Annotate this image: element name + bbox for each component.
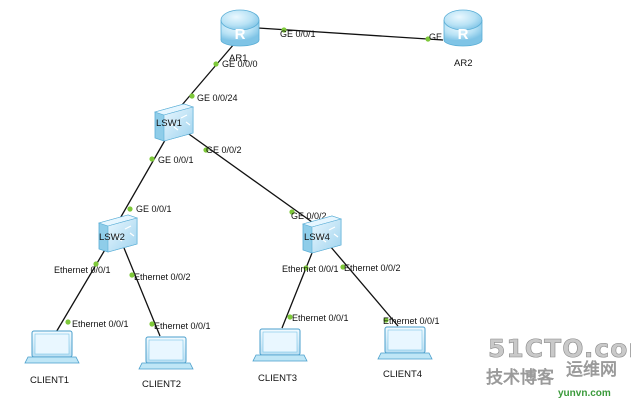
port-dot bbox=[149, 156, 155, 162]
svg-text:R: R bbox=[458, 26, 469, 43]
port-label-lsw4-ge002: GE 0/0/2 bbox=[291, 211, 327, 221]
port-dot bbox=[93, 261, 99, 267]
port-dot bbox=[213, 61, 219, 67]
watermark-slogan2: 运维网 bbox=[566, 359, 617, 380]
port-dot bbox=[340, 264, 346, 270]
router-ar2[interactable]: R AR2 bbox=[443, 9, 483, 69]
watermark-brand: 51CTO.com bbox=[488, 334, 631, 363]
port-label-lsw2-ge001: GE 0/0/1 bbox=[136, 204, 172, 214]
port-dot bbox=[129, 272, 135, 278]
port-dot bbox=[303, 265, 309, 271]
switch-lsw2[interactable]: LSW2 bbox=[97, 214, 139, 253]
port-label-lsw1-ge002: GE 0/0/2 bbox=[206, 145, 242, 155]
router-ar1-label: AR1 bbox=[229, 53, 247, 64]
switch-icon bbox=[153, 103, 195, 142]
port-label-lsw4-eth001: Ethernet 0/0/1 bbox=[282, 264, 339, 274]
client4-label: CLIENT4 bbox=[383, 369, 422, 380]
switch-lsw4[interactable]: LSW4 bbox=[301, 215, 343, 254]
port-label-lsw1-ge001: GE 0/0/1 bbox=[158, 155, 194, 165]
client3-label: CLIENT3 bbox=[258, 373, 297, 384]
watermark-slogan: 技术博客 bbox=[486, 367, 555, 388]
switch-lsw2-label: LSW2 bbox=[99, 232, 125, 243]
port-label-lsw4-eth002: Ethernet 0/0/2 bbox=[344, 263, 401, 273]
client-client3[interactable]: CLIENT3 bbox=[252, 328, 308, 384]
client1-label: CLIENT1 bbox=[30, 375, 69, 386]
port-dot bbox=[281, 27, 287, 33]
port-label-client1-eth001: Ethernet 0/0/1 bbox=[72, 319, 129, 329]
link-lsw1-lsw2 bbox=[117, 134, 169, 223]
switch-lsw4-label: LSW4 bbox=[304, 232, 330, 243]
watermark: 51CTO.com 技术博客 运维网 yunvn.com bbox=[486, 334, 631, 399]
switch-lsw1-label: LSW1 bbox=[156, 118, 182, 129]
router-icon: R bbox=[220, 9, 260, 47]
link-lsw1-lsw4 bbox=[185, 131, 313, 223]
link-ar1-ar2 bbox=[257, 27, 444, 41]
client2-label: CLIENT2 bbox=[142, 379, 181, 390]
port-dot bbox=[383, 317, 389, 323]
client-client4[interactable]: CLIENT4 bbox=[377, 326, 433, 380]
router-ar2-label: AR2 bbox=[454, 58, 472, 69]
client-client1[interactable]: CLIENT1 bbox=[24, 330, 80, 386]
switch-lsw1[interactable]: LSW1 bbox=[153, 103, 195, 142]
port-dot bbox=[287, 314, 293, 320]
link-ar1-lsw1 bbox=[175, 43, 235, 113]
port-dot bbox=[289, 209, 295, 215]
port-label-ar1-ge001: GE 0/0/1 bbox=[280, 29, 316, 39]
port-label-client2-eth001: Ethernet 0/0/1 bbox=[154, 321, 211, 331]
port-label-client4-eth001: Ethernet 0/0/1 bbox=[383, 316, 440, 326]
router-ar1[interactable]: R AR1 bbox=[220, 9, 260, 64]
port-label-lsw2-eth001: Ethernet 0/0/1 bbox=[54, 265, 111, 275]
port-dot bbox=[127, 206, 133, 212]
port-label-lsw1-ge0024: GE 0/0/24 bbox=[197, 93, 238, 103]
port-label-lsw2-eth002: Ethernet 0/0/2 bbox=[134, 272, 191, 282]
watermark-url: yunvn.com bbox=[558, 388, 611, 399]
port-indicators bbox=[65, 27, 431, 327]
port-labels: GE 0/0/1 GE 0/0/1 GE 0/0/0 GE 0/0/24 GE … bbox=[54, 29, 465, 331]
laptop-icon bbox=[377, 326, 433, 360]
port-label-ar1-ge000: GE 0/0/0 bbox=[222, 59, 258, 69]
port-dot bbox=[149, 321, 155, 327]
port-label-client3-eth001: Ethernet 0/0/1 bbox=[292, 313, 349, 323]
svg-text:R: R bbox=[235, 26, 246, 43]
client-client2[interactable]: CLIENT2 bbox=[138, 336, 194, 390]
links bbox=[54, 27, 444, 337]
laptop-icon bbox=[252, 328, 308, 362]
port-dot bbox=[203, 147, 209, 153]
link-lsw4-client4 bbox=[329, 245, 399, 327]
laptop-icon bbox=[24, 330, 80, 364]
switch-icon bbox=[301, 215, 343, 254]
link-lsw2-client2 bbox=[123, 247, 161, 337]
link-lsw4-client3 bbox=[281, 247, 315, 329]
laptop-icon bbox=[138, 336, 194, 370]
port-dot bbox=[425, 36, 431, 42]
switch-icon bbox=[97, 214, 139, 253]
router-icon: R bbox=[443, 9, 483, 47]
port-dot bbox=[189, 93, 195, 99]
port-dot bbox=[65, 319, 71, 325]
